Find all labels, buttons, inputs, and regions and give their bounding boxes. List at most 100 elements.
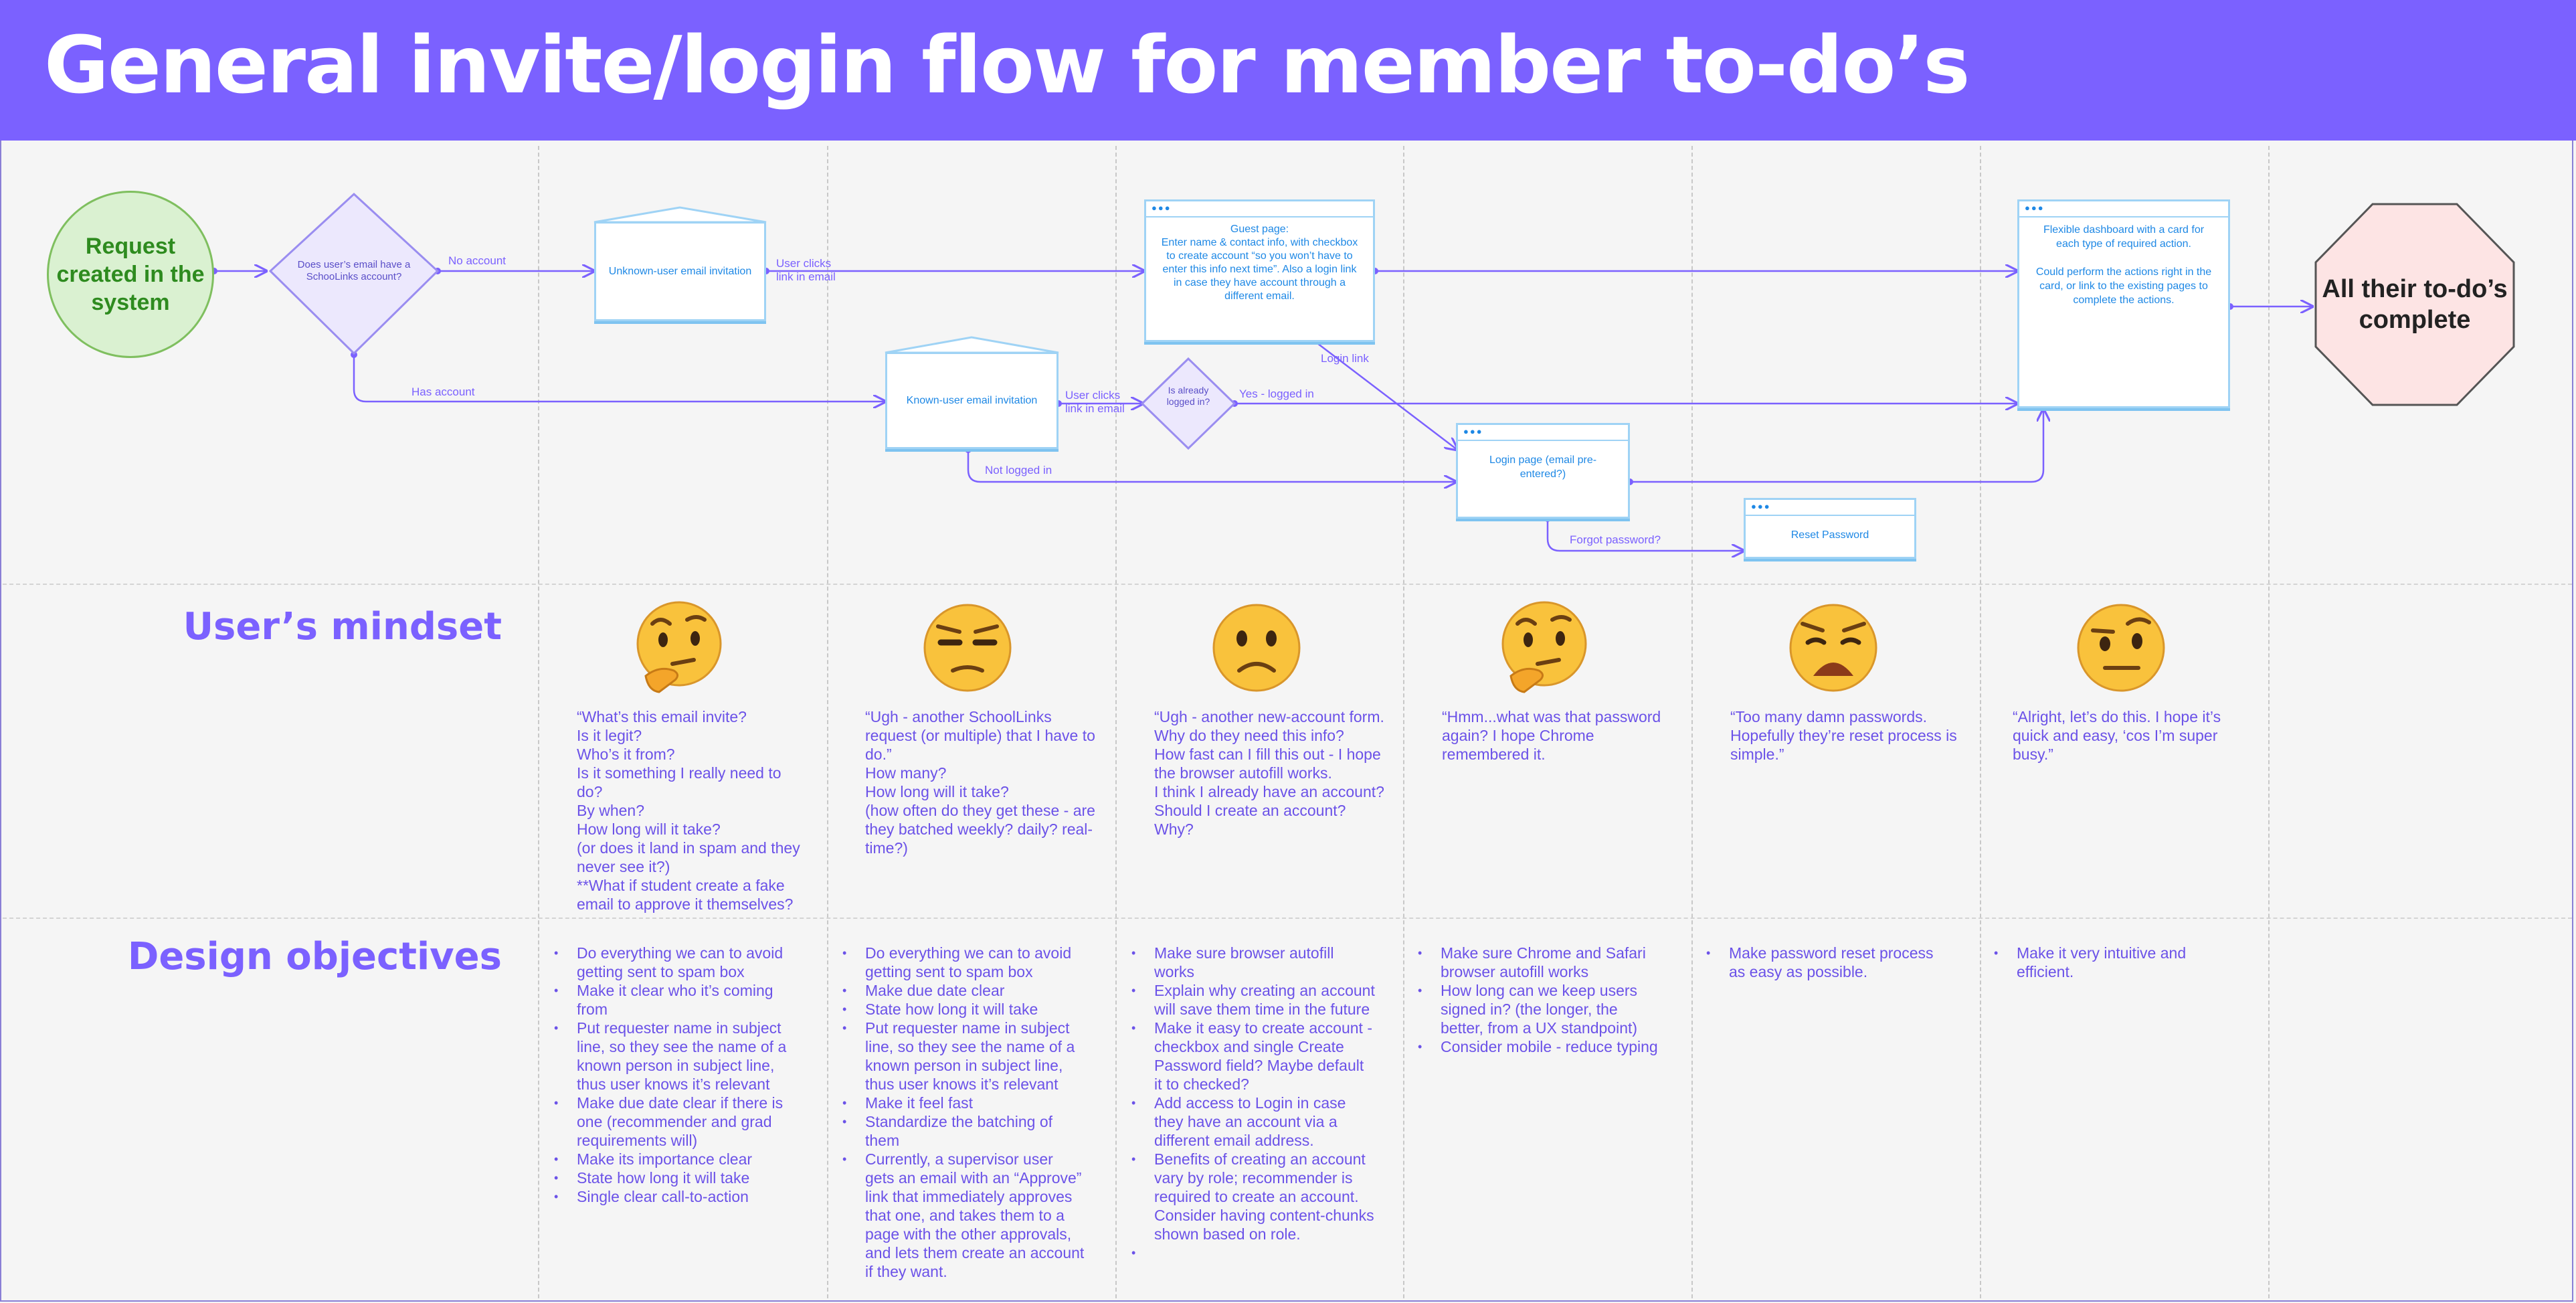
objectives-list-1: Do everything we can to avoid getting se… (550, 944, 798, 1206)
window-dots-icon: ●●● (1152, 203, 1172, 213)
column-divider (1115, 146, 1117, 1298)
slightly-frowning-face-icon (1212, 604, 1301, 692)
mindset-text-1: “What’s this email invite?Is it legit?Wh… (577, 708, 800, 913)
column-divider (1980, 146, 1981, 1298)
header-banner: General invite/login flow for member to-… (0, 0, 2576, 141)
mindset-text-4: “Hmm...what was that password again? I h… (1442, 708, 1661, 763)
list-item: Do everything we can to avoid getting se… (838, 944, 1086, 981)
thinking-face-icon (1501, 601, 1587, 693)
list-item: Explain why creating an account will sav… (1127, 981, 1375, 1019)
edge-label-forgot-password: Forgot password? (1570, 533, 1661, 546)
edge-not-logged-in (967, 450, 1456, 482)
column-divider (827, 146, 828, 1298)
objectives-list-4: Make sure Chrome and Safari browser auto… (1414, 944, 1661, 1056)
known-user-invitation-box: Known-user email invitation (885, 352, 1059, 449)
list-item: How long can we keep users signed in? (t… (1414, 981, 1661, 1037)
thinking-face-icon (636, 601, 722, 693)
list-item: Put requester name in subject line, so t… (838, 1019, 1086, 1094)
unknown-user-invitation-label: Unknown-user email invitation (608, 265, 752, 277)
column-divider (1403, 146, 1404, 1298)
window-dots-icon: ●●● (1463, 426, 1483, 436)
window-dots-icon: ●●● (1751, 501, 1771, 511)
reset-password-text: Reset Password (1790, 529, 1869, 541)
list-item: State how long it will take (838, 1000, 1086, 1019)
window-titlebar: ●●● (1146, 201, 1373, 218)
decision-has-account-label: Does user’s email have a SchooLinks acco… (297, 259, 411, 282)
column-divider (1691, 146, 1693, 1298)
row-label-mindset: User’s mindset (183, 605, 502, 648)
list-item: ​ (1127, 1243, 1375, 1262)
edge-label-user-clicks-1: User clicks link in email (776, 257, 836, 283)
list-item: Make it easy to create account - checkbo… (1127, 1019, 1375, 1094)
window-dots-icon: ●●● (2025, 203, 2045, 213)
login-page-text: Login page (email pre-entered?) (1489, 454, 1597, 480)
dashboard-text: Flexible dashboard with a card for each … (2035, 224, 2212, 306)
list-item: Make sure browser autofill works (1127, 944, 1375, 981)
edge-has-account (353, 355, 885, 402)
list-item: Add access to Login in case they have an… (1127, 1094, 1375, 1150)
list-item: Standardize the batching of them (838, 1112, 1086, 1150)
dashboard-window: ●●● Flexible dashboard with a card for e… (2017, 199, 2230, 408)
end-node: All their to-do’s complete (2314, 202, 2516, 407)
login-page-window: ●●● Login page (email pre-entered?) (1456, 423, 1630, 519)
list-item: Make it clear who it’s coming from (550, 981, 798, 1019)
reset-password-window: ●●● Reset Password (1744, 498, 1916, 559)
row-divider (3, 918, 2572, 919)
window-titlebar: ●●● (1458, 425, 1628, 441)
decision-logged-in-label: Is already logged in? (1166, 385, 1210, 407)
list-item: Make it very intuitive and efficient. (1990, 944, 2237, 981)
list-item: Benefits of creating an account vary by … (1127, 1150, 1375, 1243)
row-label-objectives: Design objectives (127, 935, 502, 978)
window-titlebar: ●●● (1746, 500, 1914, 516)
unamused-face-icon (923, 604, 1012, 692)
objectives-list-5: Make password reset process as easy as p… (1702, 944, 1950, 981)
column-divider (2268, 146, 2270, 1298)
weary-face-icon (1789, 604, 1877, 692)
edge-forgot-password (1546, 519, 1744, 551)
list-item: Make its importance clear (550, 1150, 798, 1168)
decision-logged-in-shape (1140, 357, 1236, 450)
list-item: Make password reset process as easy as p… (1702, 944, 1950, 981)
end-node-label: All their to-do’s complete (2322, 275, 2508, 334)
list-item: Do everything we can to avoid getting se… (550, 944, 798, 981)
column-divider (538, 146, 539, 1298)
list-item: Make it feel fast (838, 1094, 1086, 1112)
list-item: Make sure Chrome and Safari browser auto… (1414, 944, 1661, 981)
edge-login-to-dashboard (1630, 410, 2043, 483)
edge-label-no-account: No account (448, 254, 506, 267)
objectives-list-6: Make it very intuitive and efficient. (1990, 944, 2237, 981)
list-item: Consider mobile - reduce typing (1414, 1037, 1661, 1056)
mindset-text-6: “Alright, let’s do this. I hope it’s qui… (2013, 708, 2221, 763)
list-item: Single clear call-to-action (550, 1187, 798, 1206)
window-titlebar: ●●● (2019, 201, 2228, 218)
list-item: State how long it will take (550, 1168, 798, 1187)
unknown-user-invitation-box: Unknown-user email invitation (594, 222, 766, 321)
decision-has-account-shape (268, 192, 440, 355)
list-item: Make due date clear (838, 981, 1086, 1000)
row-divider (3, 584, 2572, 585)
edge-label-yes-logged-in: Yes - logged in (1239, 387, 1314, 400)
edge-label-not-logged-in: Not logged in (985, 464, 1052, 476)
edge-label-user-clicks-2: User clicks link in email (1065, 389, 1125, 415)
mindset-text-2: “Ugh - another SchoolLinks request (or m… (865, 708, 1095, 857)
objectives-list-2: Do everything we can to avoid getting se… (838, 944, 1086, 1281)
guest-page-text: Guest page: Enter name & contact info, w… (1161, 224, 1358, 302)
edge-login-link (1314, 341, 1457, 450)
objectives-list-3: Make sure browser autofill worksExplain … (1127, 944, 1375, 1262)
list-item: Put requester name in subject line, so t… (550, 1019, 798, 1094)
start-node: Request created in the system (47, 191, 214, 358)
edge-label-has-account: Has account (411, 385, 475, 398)
known-user-invitation-label: Known-user email invitation (906, 394, 1038, 406)
face-with-raised-eyebrow-icon (2077, 604, 2165, 692)
start-node-label: Request created in the system (56, 234, 205, 315)
end-node-octagon-shape (2314, 203, 2515, 406)
guest-page-window: ●●● Guest page: Enter name & contact inf… (1144, 199, 1375, 342)
page-title: General invite/login flow for member to-… (44, 19, 1970, 111)
flow-board (0, 141, 2573, 1302)
edge-label-login-link: Login link (1321, 352, 1369, 365)
list-item: Make due date clear if there is one (rec… (550, 1094, 798, 1150)
mindset-text-5: “Too many damn passwords. Hopefully they… (1730, 708, 1957, 763)
list-item: Currently, a supervisor user gets an ema… (838, 1150, 1086, 1281)
mindset-text-3: “Ugh - another new-account form.Why do t… (1154, 708, 1384, 838)
